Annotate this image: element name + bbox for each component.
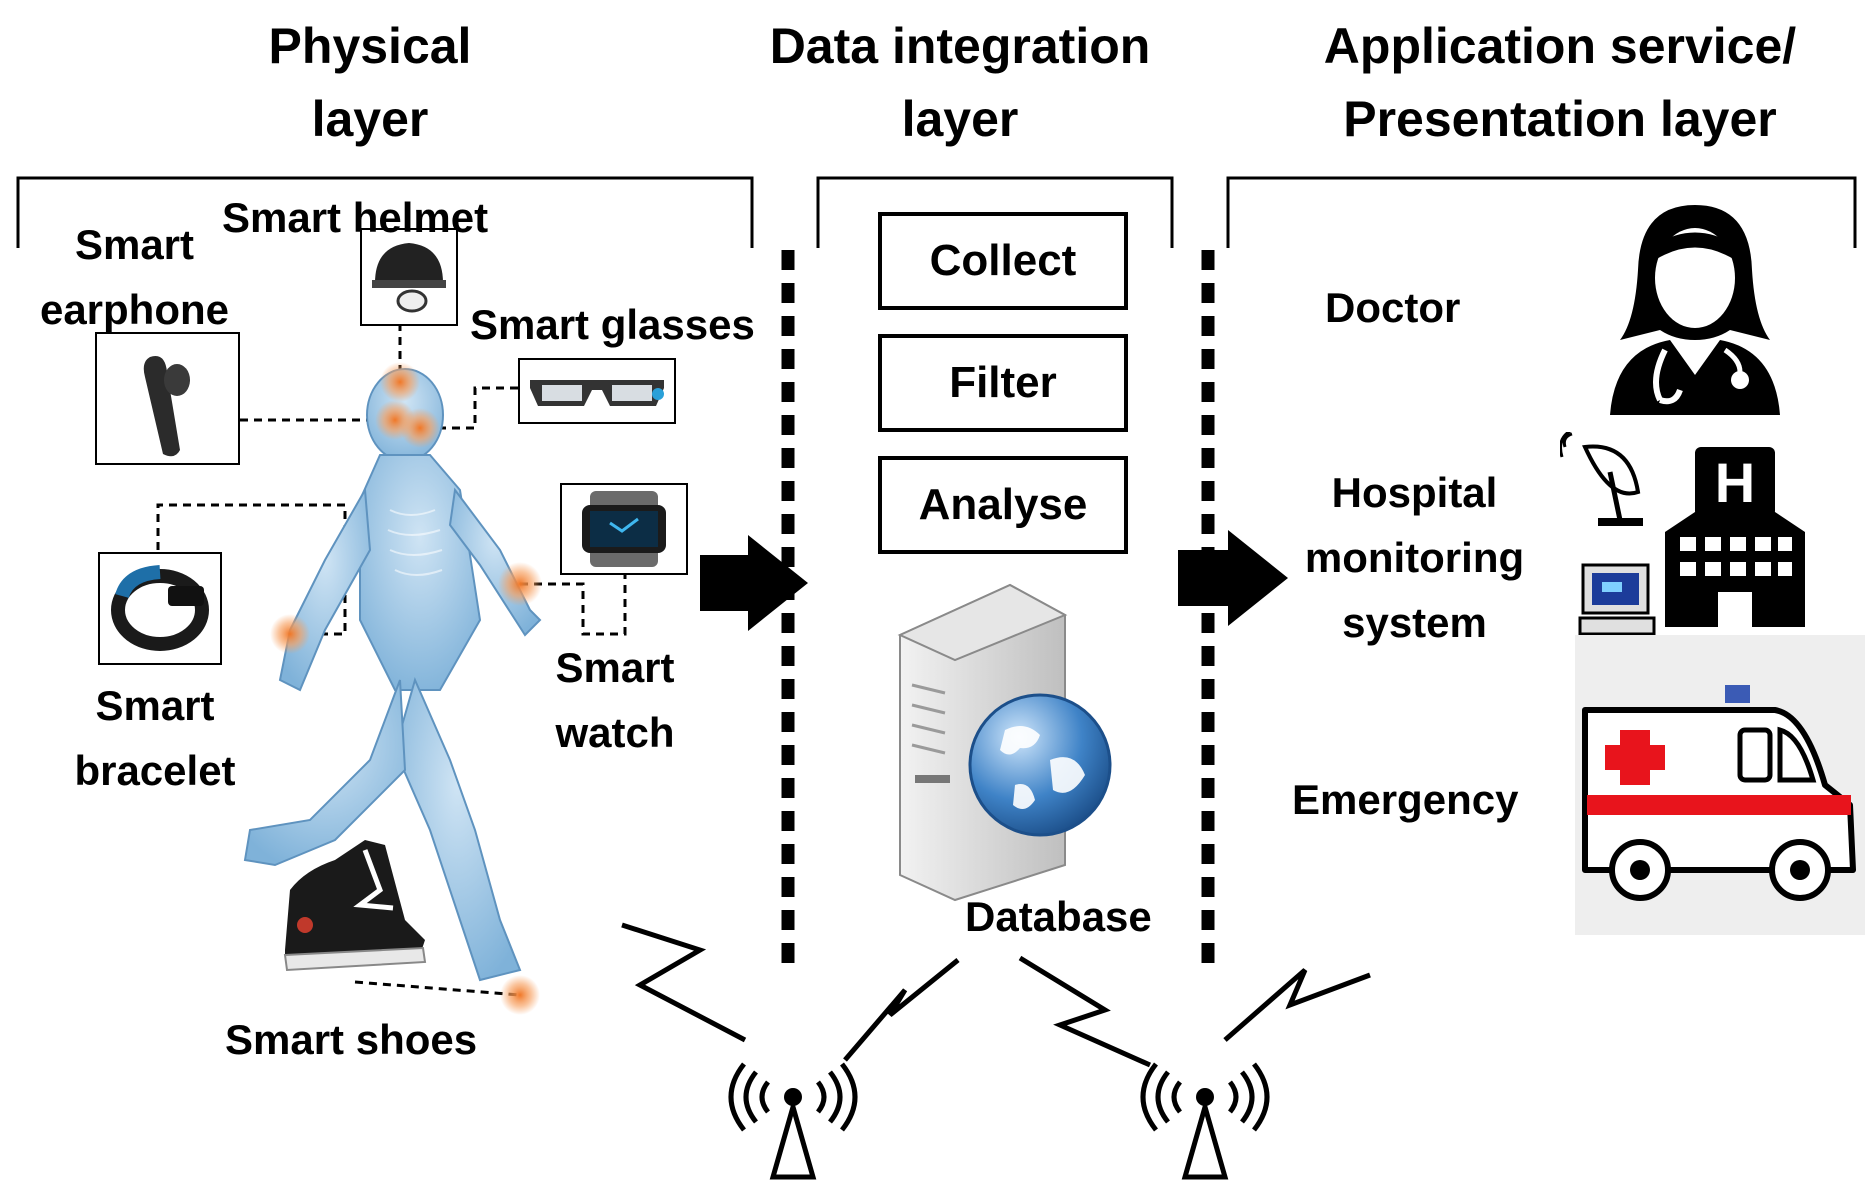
step-box-filter: Filter	[878, 334, 1128, 432]
hospital-icon: H	[1665, 447, 1805, 627]
device-label-bracelet: Smart bracelet	[74, 682, 236, 795]
lightning-icon	[621, 922, 1371, 1068]
svg-text:H: H	[1715, 451, 1755, 514]
step-label: Filter	[949, 358, 1057, 407]
satellite-dish-icon	[1560, 432, 1643, 526]
doctor-icon	[1610, 205, 1780, 415]
service-label-emergency: Emergency	[1292, 776, 1519, 823]
step-label: Collect	[929, 236, 1077, 285]
device-label-shoes: Smart shoes	[225, 1016, 478, 1063]
device-label-helmet: Smart helmet	[222, 194, 489, 241]
antenna-icon	[728, 1062, 858, 1180]
glasses-icon	[518, 358, 676, 424]
shoe-icon	[283, 840, 427, 972]
device-label-watch: Smart watch	[555, 644, 675, 757]
service-label-doctor: Doctor	[1325, 284, 1461, 331]
step-label: Analyse	[918, 480, 1088, 529]
service-label-hospital: Hospital monitoring system	[1304, 469, 1525, 647]
database-label: Database	[965, 893, 1152, 940]
watch-icon	[560, 483, 688, 575]
physical-layer-title: Physical layer	[268, 18, 472, 147]
application-layer-title: Application service/ Presentation layer	[1323, 18, 1797, 147]
computer-icon	[1578, 563, 1656, 636]
device-label-glasses: Smart glasses	[470, 301, 755, 348]
arrow-icon	[1178, 530, 1288, 626]
ambulance-icon	[1575, 635, 1865, 935]
layer-brackets	[16, 176, 1857, 248]
globe-icon	[968, 693, 1112, 837]
helmet-icon	[360, 228, 458, 326]
arrow-icon	[700, 535, 808, 631]
earphone-icon	[95, 332, 240, 465]
step-box-collect: Collect	[878, 212, 1128, 310]
antenna-icon	[1140, 1062, 1270, 1180]
step-box-analyse: Analyse	[878, 456, 1128, 554]
data-integration-layer-title: Data integration layer	[769, 18, 1151, 147]
device-label-earphone: Smart earphone	[39, 221, 230, 334]
bracelet-icon	[98, 552, 222, 665]
